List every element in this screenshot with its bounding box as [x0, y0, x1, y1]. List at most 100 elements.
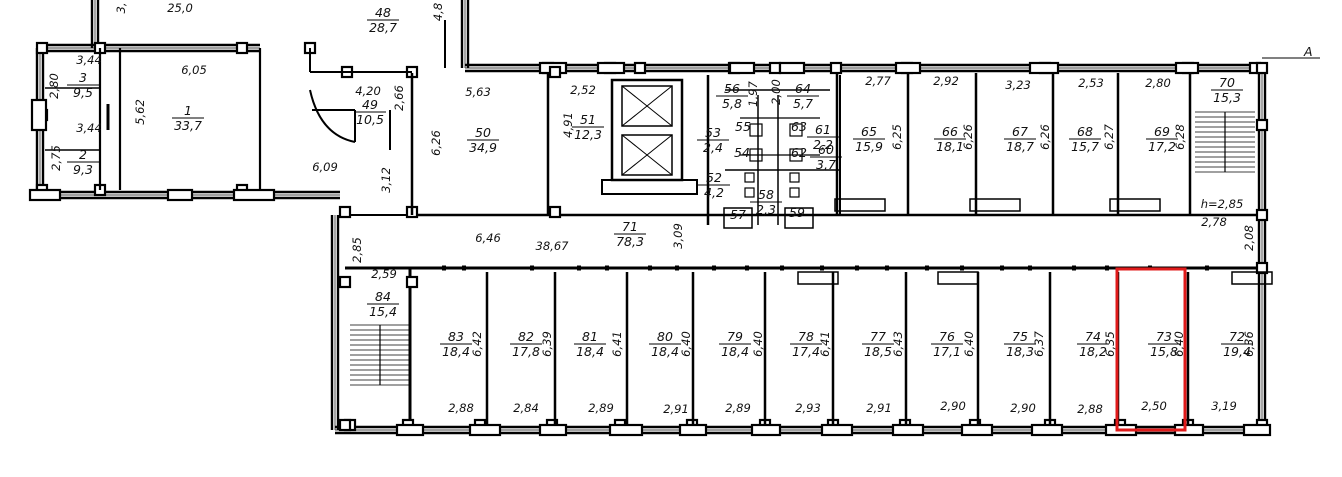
dimension-label: 2,75: [49, 145, 63, 171]
plan-labels: 133,729,339,54828,74910,55034,95112,3524…: [47, 1, 1313, 416]
wall-rect: [789, 187, 800, 198]
highlighted-room-73[interactable]: [1115, 267, 1187, 432]
room-number: 56: [724, 81, 740, 96]
room-number: 78: [798, 329, 814, 344]
room-number: 77: [870, 329, 886, 344]
window-block: [1030, 423, 1064, 437]
room-number: 1: [184, 103, 192, 118]
window-block: [1242, 423, 1272, 437]
room-area: 18,7: [1006, 139, 1034, 154]
room-number: 64: [795, 81, 811, 96]
dimension-label: 2,89: [588, 401, 614, 415]
column-square: [338, 205, 352, 219]
dimension-label: 2,53: [1078, 76, 1104, 90]
window-block: [820, 423, 854, 437]
room-number: 71: [622, 219, 638, 234]
column-square: [405, 275, 419, 289]
room-number: 83: [448, 329, 464, 344]
dimension-label: 6,26: [961, 124, 975, 150]
room-number: 73: [1156, 329, 1172, 344]
room-area: 15,8: [1150, 344, 1178, 359]
room-number: 52: [706, 170, 722, 185]
dimension-label: 2,93: [795, 401, 821, 415]
window-block: [166, 188, 194, 202]
room-number: 79: [727, 329, 743, 344]
dimension-label: 6,40: [1172, 331, 1186, 357]
room-area: 5,7: [793, 96, 813, 111]
window-block: [960, 423, 994, 437]
dimension-label: 2,90: [1010, 401, 1036, 415]
dimension-label: 6,05: [181, 63, 207, 77]
dimension-label: 3,44: [76, 53, 102, 67]
wall-rect: [784, 207, 814, 229]
column-square: [1255, 208, 1269, 222]
room-number: 61: [815, 122, 831, 137]
room-area: 19,4: [1223, 344, 1251, 359]
room-number: 57: [730, 207, 746, 222]
room-area: 2,3: [756, 202, 776, 217]
room-area: 18,3: [1006, 344, 1034, 359]
room-number: 72: [1229, 329, 1245, 344]
dimension-label: 6,43: [891, 331, 905, 357]
room-area: 78,3: [616, 234, 644, 249]
room-number: 51: [580, 112, 596, 127]
window-block: [395, 423, 425, 437]
column-square: [1255, 261, 1269, 275]
column-square: [548, 205, 562, 219]
dimension-label: 3,12: [379, 167, 393, 193]
room-area: 18,4: [576, 344, 604, 359]
room-area: 2,2: [813, 137, 833, 152]
room-area: 15,9: [855, 139, 883, 154]
room-number: 62: [791, 145, 807, 160]
window-block: [1028, 61, 1060, 75]
wall-rect: [789, 123, 803, 137]
room-area: 17,1: [933, 344, 961, 359]
dimension-label: 2,80: [1145, 76, 1171, 90]
dimension-label: 6,37: [1032, 331, 1046, 357]
wall-rect: [834, 198, 886, 212]
dimension-label: 6,26: [429, 130, 443, 156]
room-area: 17,2: [1148, 139, 1176, 154]
room-number: 48: [375, 5, 391, 20]
dimension-label: 2,50: [1141, 399, 1167, 413]
room-number: 76: [939, 329, 955, 344]
wall-rect: [797, 271, 839, 285]
dimension-label: 3,23: [1005, 78, 1031, 92]
room-area: 18,4: [651, 344, 679, 359]
dimension-label: 6,35: [1103, 331, 1117, 357]
dimension-label: 4,20: [355, 84, 381, 98]
stair-block: [350, 324, 410, 386]
room-number: 54: [734, 145, 750, 160]
dimension-label: 6,46: [475, 231, 501, 245]
dimension-label: 2,77: [865, 74, 891, 88]
dimension-label: 2,90: [940, 399, 966, 413]
window-block: [608, 423, 644, 437]
dimension-label: 5,62: [133, 99, 147, 125]
window-block: [728, 61, 756, 75]
window-block: [778, 61, 806, 75]
dimension-label: 5,63: [465, 85, 491, 99]
room-area: 4,2: [704, 185, 724, 200]
room-number: 69: [1154, 124, 1170, 139]
dimension-label: 6,26: [1038, 124, 1052, 150]
room-number: 68: [1077, 124, 1093, 139]
dimension-label: 38,67: [536, 239, 570, 253]
window-block: [30, 98, 48, 132]
room-number: 63: [791, 119, 807, 134]
room-number: 55: [735, 119, 751, 134]
room-number: 58: [758, 187, 774, 202]
dimension-label: 2,52: [570, 83, 596, 97]
door-arc: [309, 89, 356, 143]
room-area: 34,9: [469, 140, 497, 155]
column-square: [235, 41, 249, 55]
room-number: 80: [657, 329, 673, 344]
dimension-label: 3,19: [1211, 399, 1237, 413]
room-area: 12,3: [574, 127, 602, 142]
window-block: [891, 423, 925, 437]
dimension-label: 6,36: [1242, 331, 1256, 357]
axis-label: A: [1303, 44, 1313, 59]
room-number: 84: [375, 289, 391, 304]
dimension-label: 6,28: [1173, 124, 1187, 150]
dimension-label: 2,66: [392, 85, 406, 111]
dimension-label: 2,08: [1242, 225, 1256, 251]
